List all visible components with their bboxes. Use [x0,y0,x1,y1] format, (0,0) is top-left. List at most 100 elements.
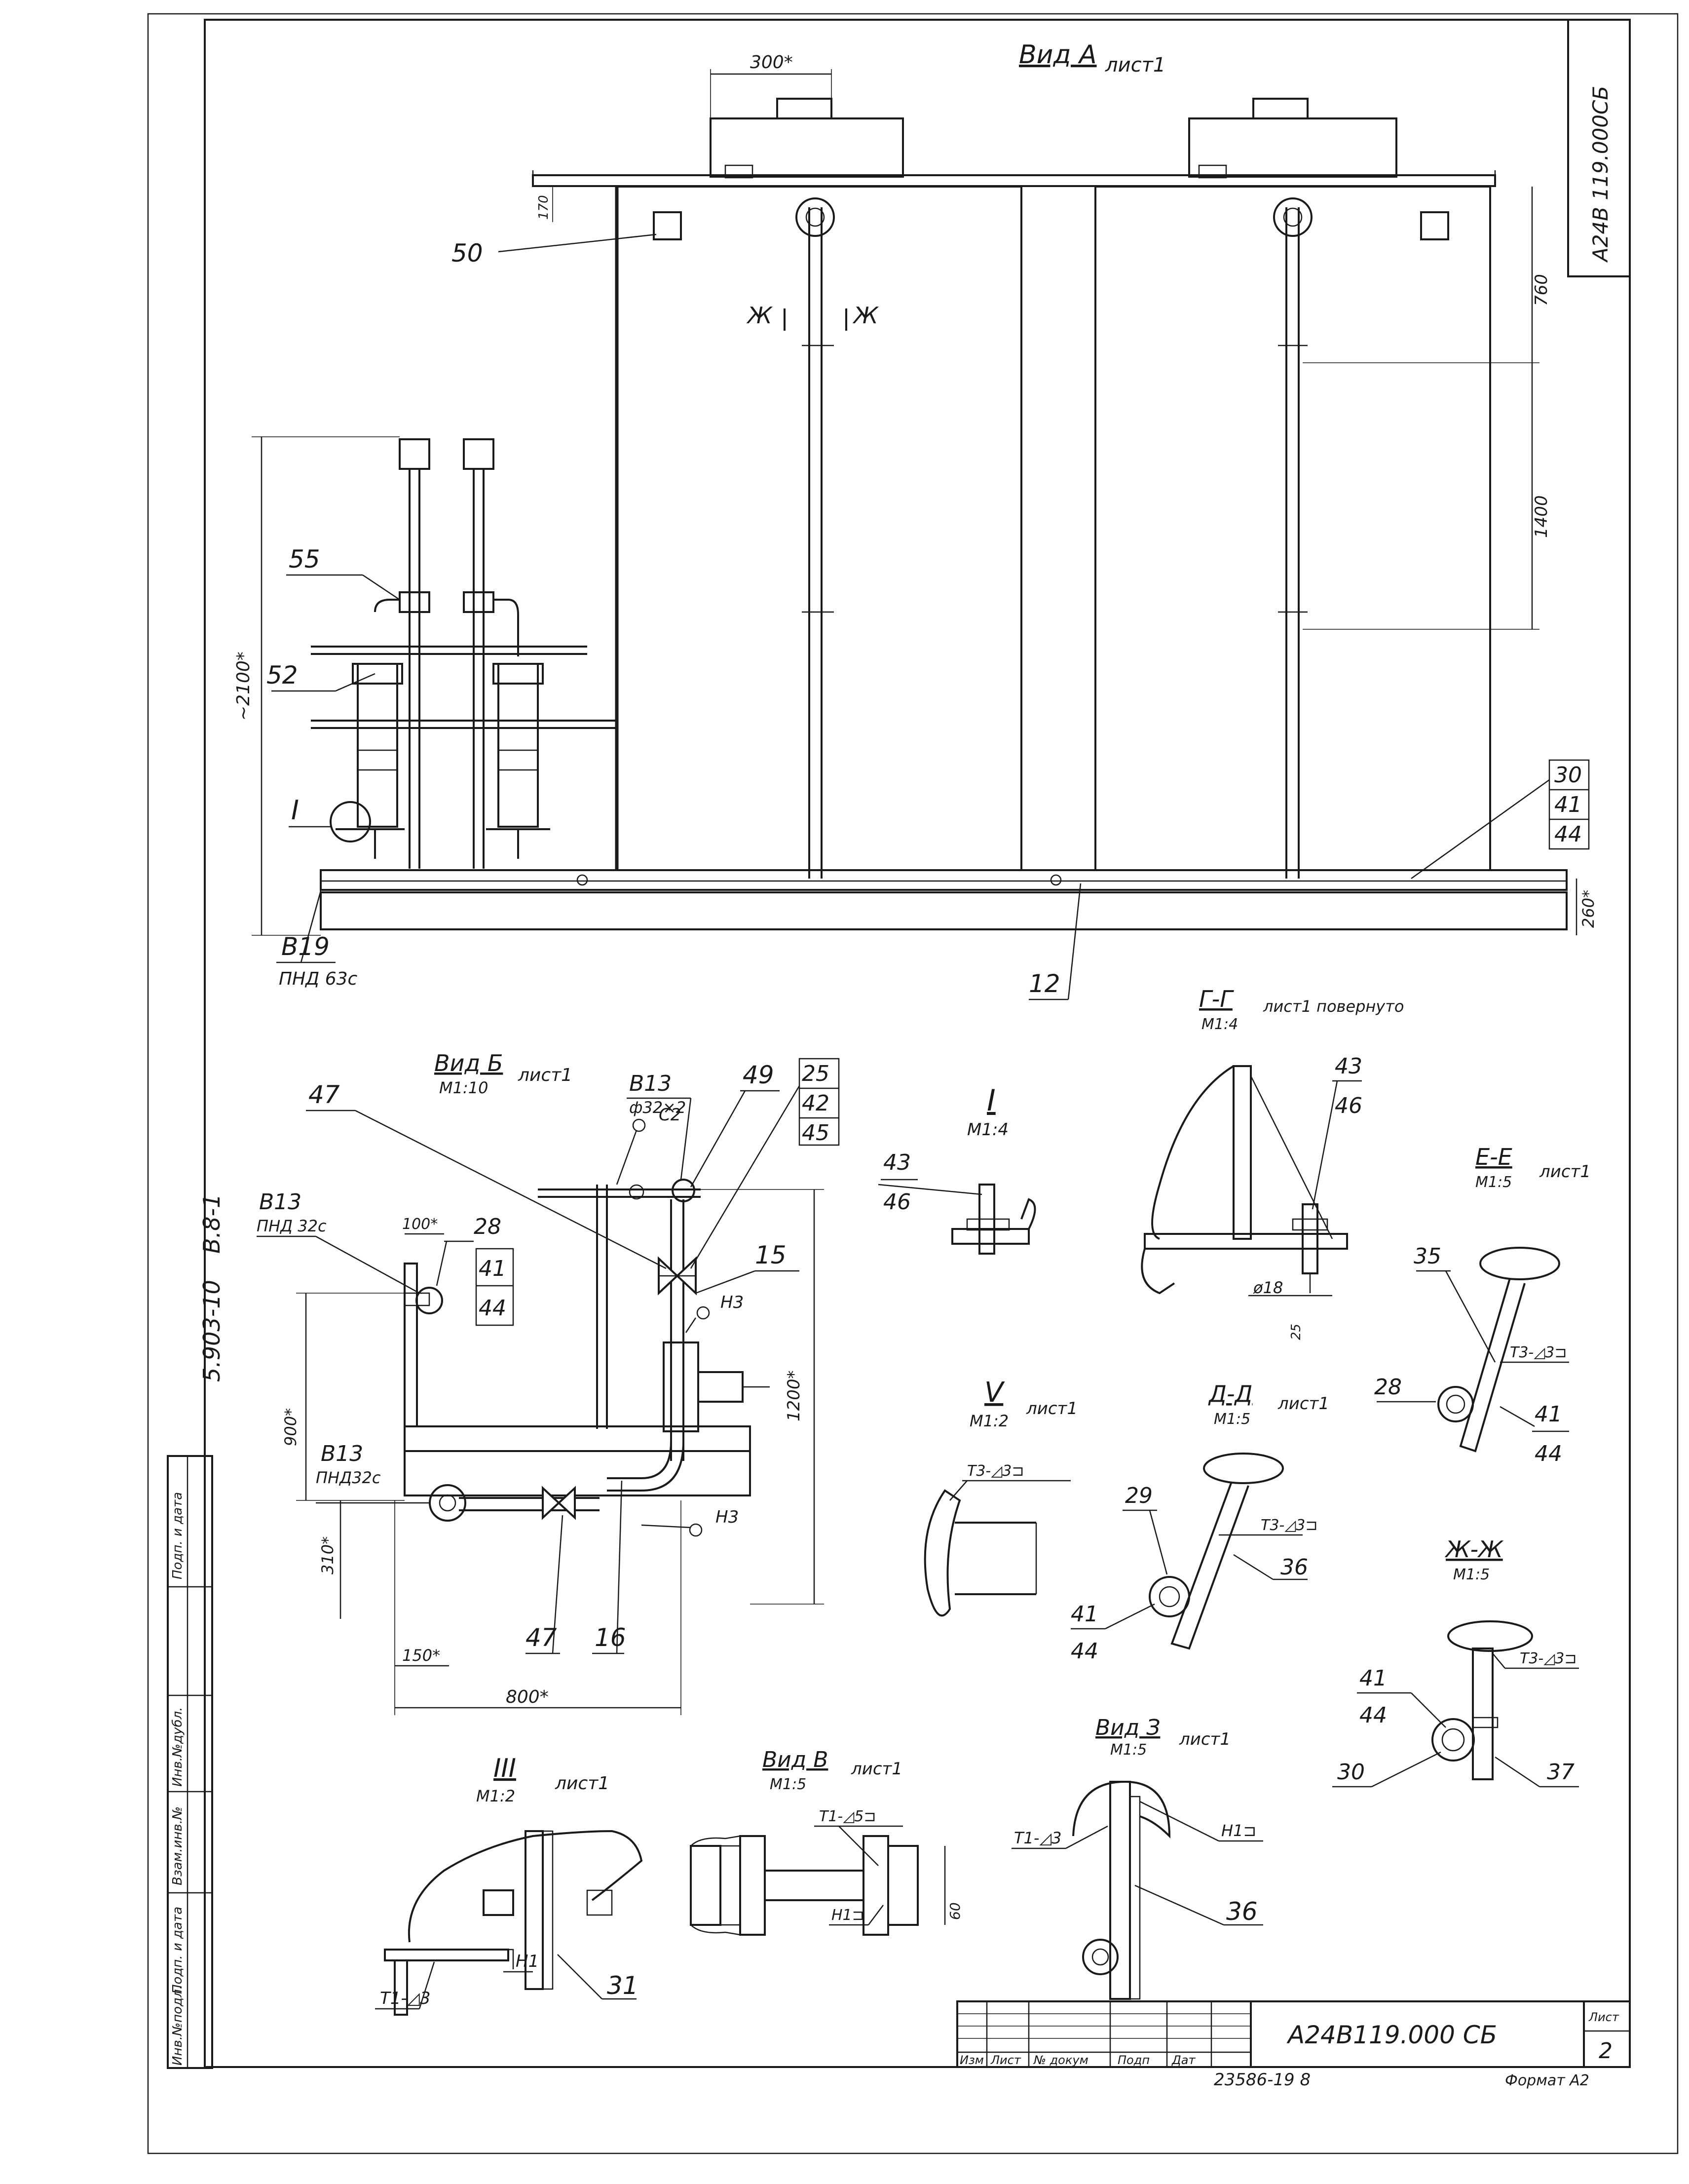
section-mark-zh: Ж [852,302,879,329]
view-z-title: Вид З [1095,1715,1160,1740]
section-gg-dim-25: 25 [1289,1324,1304,1340]
section-zhzh-callout-41: 41 [1359,1666,1387,1691]
view-b-v13c: В13 [321,1441,363,1466]
view-b-dim-1200: 1200* [784,1370,804,1421]
section-ee-scale: М1:5 [1475,1174,1512,1191]
view-b-dim-150: 150* [402,1646,440,1665]
section-zhzh-scale: М1:5 [1453,1566,1490,1583]
view-iii-sheet: лист1 [555,1773,609,1794]
view-iii: III М1:2 лист1 Т1-◿3 Н1 31 [375,1754,643,2016]
view-v-sheet: лист1 [1026,1399,1078,1418]
view-v-weld: Т3-◿3⊐ [967,1462,1024,1480]
view-z-sheet: лист1 [1179,1729,1231,1749]
view-z-scale: М1:5 [1110,1741,1147,1759]
view-b-callout-47b: 47 [525,1623,557,1652]
section-gg: Г-Г М1:4 лист1 повернуто 43 46 ø18 25 [1141,986,1404,1340]
section-dd-callout-29: 29 [1125,1483,1153,1508]
view-i-scale: М1:4 [967,1120,1009,1140]
approval-table-cell: Подп. и дата [170,1492,185,1579]
view-a-dim-760: 760 [1532,274,1551,306]
inner-frame [204,19,1631,2068]
view-b-v13b: В13 [259,1189,301,1215]
section-dd-title: Д-Д [1208,1380,1252,1407]
view-a: Вид А лист1 300* [233,40,1598,1000]
view-a-callout-30: 30 [1554,763,1582,788]
view-a-dim-260: 260* [1579,890,1598,928]
title-block-sheet: 2 [1599,2038,1613,2064]
section-gg-note: лист1 повернуто [1263,997,1404,1016]
view-b-v13c-spec: ПНД32с [316,1468,381,1487]
view-a-callout-b19: В19 [281,932,330,961]
outer-border [147,13,1679,2154]
view-b-dim-900: 900* [281,1408,300,1446]
view-z: Вид З М1:5 лист1 Т1-◿3 Н1⊐ 36 [1012,1715,1263,2000]
approval-table: Инв.№подл. Подп. и дата Взам.инв.№ Инв.№… [167,1455,213,2069]
section-zhzh-callout-30: 30 [1337,1760,1365,1785]
approval-table-cell: Взам.инв.№ [170,1806,185,1885]
view-iii-h1: Н1 [516,1952,539,1971]
corner-stamp-code: А24В 119.000СБ [1588,86,1613,263]
section-dd-scale: М1:5 [1214,1411,1250,1428]
view-b-callout-49: 49 [743,1061,774,1089]
view-b-callout-44: 44 [479,1296,506,1321]
view-b-c2: С2 [659,1105,681,1125]
view-vv-title: Вид В [762,1747,828,1772]
section-zhzh-weld: Т3-◿3⊐ [1520,1650,1577,1667]
title-block-col: № докум [1033,2053,1088,2067]
corner-stamp: А24В 119.000СБ [1567,19,1631,277]
title-block-col: Дат [1171,2053,1196,2067]
title-block: Изм Лист № докум Подп Дат А24В119.000 СБ… [956,2000,1631,2090]
view-vv-weld: Т1-◿5⊐ [819,1808,876,1825]
view-a-title: Вид А [1019,40,1097,70]
view-iii-scale: М1:2 [476,1787,515,1805]
section-zhzh-title: Ж-Ж [1444,1536,1504,1563]
title-block-sheet-label: Лист [1588,2010,1619,2024]
section-dd-weld: Т3-◿3⊐ [1261,1517,1318,1534]
view-z-weld2: Н1⊐ [1221,1821,1256,1840]
view-b-sheet: лист1 [518,1065,572,1085]
view-vv-dim-60: 60 [947,1902,963,1920]
view-b-title: Вид Б [434,1050,503,1076]
section-ee-callout-35: 35 [1414,1244,1441,1269]
view-i: I М1:4 43 46 [878,1083,1036,1255]
view-b-callout-42: 42 [802,1091,829,1116]
view-vv-scale: М1:5 [770,1776,806,1793]
view-i-callout-46: 46 [883,1189,911,1215]
view-b-h3a: Н3 [720,1293,744,1312]
view-a-callout-52: 52 [266,661,298,690]
view-v-title: V [984,1377,1005,1409]
view-iii-weld: Т1-◿3 [380,1989,430,2008]
section-gg-scale: М1:4 [1201,1016,1238,1033]
approval-table-cell: Инв.№подл. [170,1985,185,2066]
view-a-dim-300: 300* [750,52,793,73]
title-block-col: Лист [990,2053,1021,2067]
view-b: Вид Б М1:10 лист1 [257,1050,840,1715]
title-block-order: 23586-19 8 [1214,2070,1311,2090]
view-v-scale: М1:2 [970,1412,1009,1430]
section-ee-weld: Т3-◿3⊐ [1510,1344,1567,1361]
view-b-scale: М1:10 [439,1078,488,1097]
section-dd-callout-44: 44 [1071,1639,1098,1664]
view-b-v13b-spec: ПНД 32с [257,1217,327,1235]
view-b-v13a: В13 [629,1071,672,1096]
view-v: V М1:2 лист1 Т3-◿3⊐ [924,1377,1078,1617]
sheet-side-label-right: В.8-1 [198,1194,225,1254]
view-vv-weld2: Н1⊐ [831,1907,864,1924]
view-b-callout-47: 47 [308,1080,340,1109]
view-b-dim-800: 800* [506,1687,549,1707]
title-block-format: Формат А2 [1505,2072,1589,2089]
section-gg-callout-46: 46 [1335,1093,1362,1118]
view-a-dim-170: 170 [536,195,551,220]
view-a-callout-44: 44 [1554,822,1582,847]
view-vv: Вид В М1:5 лист1 60 Т1-◿5⊐ Н1⊐ [690,1747,963,1936]
view-iii-title: III [493,1754,516,1783]
section-dd-sheet: лист1 [1277,1394,1329,1414]
view-i-title: I [987,1083,996,1118]
section-gg-callout-43: 43 [1335,1054,1362,1079]
view-iii-callout-31: 31 [607,1971,638,2000]
section-dd: Д-Д М1:5 лист1 29 Т3-◿3⊐ 36 41 44 [1071,1380,1329,1664]
sheet-side-label-left: 5.903-10 [198,1280,225,1382]
view-b-callout-25: 25 [802,1061,829,1086]
section-zhzh-callout-44: 44 [1359,1703,1387,1728]
